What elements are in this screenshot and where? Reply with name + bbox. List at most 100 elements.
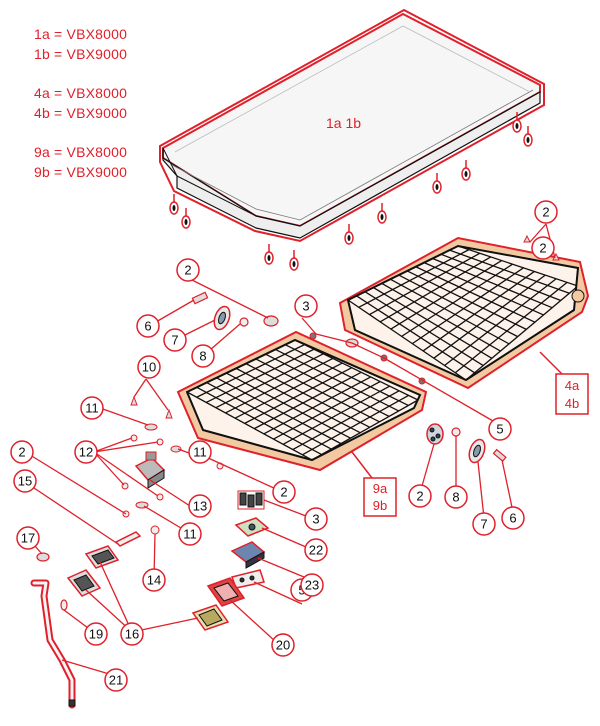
legend-4b: 4b = VBX9000 xyxy=(34,105,128,121)
callout-2: 2 xyxy=(531,236,555,260)
svg-text:21: 21 xyxy=(109,673,123,688)
part-11-b xyxy=(170,445,182,453)
svg-text:3: 3 xyxy=(312,512,319,527)
svg-text:3: 3 xyxy=(302,299,309,314)
callout-7: 7 xyxy=(472,512,496,536)
svg-text:6: 6 xyxy=(509,511,516,526)
part-10-a xyxy=(130,395,138,406)
svg-text:22: 22 xyxy=(309,543,323,558)
svg-text:15: 15 xyxy=(18,474,32,489)
part-16-c xyxy=(191,604,230,631)
callout-21: 21 xyxy=(104,668,128,692)
callout-7: 7 xyxy=(163,328,187,352)
svg-text:8: 8 xyxy=(452,490,459,505)
svg-text:13: 13 xyxy=(193,499,207,514)
tray-left-label-box xyxy=(363,477,397,517)
callout-2: 2 xyxy=(408,484,432,508)
callout-11: 11 xyxy=(178,522,202,546)
tray-left-label-9a: 9a xyxy=(373,481,388,496)
part-22 xyxy=(234,517,270,537)
part-10-b xyxy=(165,408,173,419)
part-8-right xyxy=(451,427,461,437)
callout-6: 6 xyxy=(136,314,160,338)
part-2-right xyxy=(426,423,444,445)
callout-22: 22 xyxy=(304,538,328,562)
mattress-fasteners xyxy=(169,112,533,271)
mattress-label: 1a 1b xyxy=(326,115,361,131)
legend-1a: 1a = VBX8000 xyxy=(34,26,128,42)
svg-text:14: 14 xyxy=(147,573,161,588)
mattress: 1a 1b xyxy=(159,8,545,243)
part-6-right xyxy=(492,448,507,463)
svg-text:8: 8 xyxy=(199,349,206,364)
svg-text:16: 16 xyxy=(125,627,139,642)
callout-3: 3 xyxy=(294,294,318,318)
svg-text:2: 2 xyxy=(416,489,423,504)
svg-text:17: 17 xyxy=(21,531,35,546)
callout-2: 2 xyxy=(534,200,558,224)
callout-17: 17 xyxy=(16,526,40,550)
callout-8: 8 xyxy=(444,485,468,509)
legend-9a: 9a = VBX8000 xyxy=(34,144,128,160)
callout-20: 20 xyxy=(271,633,295,657)
part-2-a xyxy=(263,315,279,327)
callout-10: 10 xyxy=(137,355,161,379)
callout-12: 12 xyxy=(74,440,98,464)
part-12-d xyxy=(156,493,164,501)
svg-text:2: 2 xyxy=(539,241,546,256)
callout-8: 8 xyxy=(191,344,215,368)
svg-text:23: 23 xyxy=(305,578,319,593)
callout-14: 14 xyxy=(142,568,166,592)
callout-2: 2 xyxy=(272,480,296,504)
tray-left-label-9b: 9b xyxy=(373,498,387,513)
part-5-lower xyxy=(231,569,265,589)
small-parts xyxy=(30,234,560,709)
part-19 xyxy=(60,599,68,611)
svg-text:2: 2 xyxy=(18,445,25,460)
callout-11: 11 xyxy=(80,396,104,420)
svg-text:12: 12 xyxy=(79,445,93,460)
callout-6: 6 xyxy=(501,506,525,530)
callout-2: 2 xyxy=(176,258,200,282)
part-3-lower xyxy=(237,490,265,510)
legend-4a: 4a = VBX8000 xyxy=(34,85,128,101)
part-8-left xyxy=(239,317,249,327)
tray-left xyxy=(176,330,428,472)
callout-3: 3 xyxy=(304,507,328,531)
part-23 xyxy=(230,541,266,569)
svg-text:10: 10 xyxy=(142,360,156,375)
svg-text:11: 11 xyxy=(85,401,99,416)
part-11-a xyxy=(144,423,158,431)
callout-19: 19 xyxy=(84,622,108,646)
part-14 xyxy=(150,525,160,535)
callout-5: 5 xyxy=(488,417,512,441)
tray-right-label-box xyxy=(555,373,589,415)
legend-9b: 9b = VBX9000 xyxy=(34,164,128,180)
leader-lines xyxy=(21,223,556,677)
svg-text:5: 5 xyxy=(496,422,503,437)
svg-text:6: 6 xyxy=(144,319,151,334)
part-2-tr-a xyxy=(523,234,531,243)
svg-text:2: 2 xyxy=(280,485,287,500)
svg-text:7: 7 xyxy=(480,517,487,532)
legend-1b: 1b = VBX9000 xyxy=(34,46,128,62)
svg-text:20: 20 xyxy=(276,638,290,653)
callout-15: 15 xyxy=(13,469,37,493)
part-13 xyxy=(134,451,166,489)
tray-right xyxy=(338,236,590,390)
svg-text:2: 2 xyxy=(184,263,191,278)
callout-23: 23 xyxy=(300,573,324,597)
part-16-a xyxy=(84,545,120,569)
svg-text:19: 19 xyxy=(89,627,103,642)
tray-right-label-4b: 4b xyxy=(565,396,579,411)
callouts: 2222223355667788101111111213141516171920… xyxy=(10,200,558,692)
part-15 xyxy=(114,531,142,547)
part-16-b xyxy=(66,569,102,597)
callout-2: 2 xyxy=(10,440,34,464)
part-17 xyxy=(36,552,50,562)
svg-text:11: 11 xyxy=(183,527,197,542)
tray-right-label-4a: 4a xyxy=(565,378,580,393)
part-20 xyxy=(206,577,246,607)
